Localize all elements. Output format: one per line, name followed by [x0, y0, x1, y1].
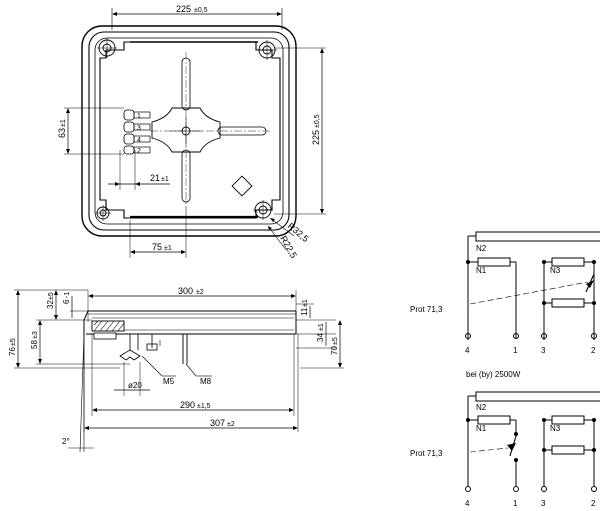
- dim-height-label: 225: [311, 130, 321, 145]
- terminal-label-1: 1: [137, 113, 141, 120]
- terminal-block: 1 3 4 2: [123, 109, 151, 155]
- schematic-top-terminal-3: 3: [541, 346, 546, 355]
- dim-34-tolerance: ±1: [318, 323, 325, 331]
- dim-290-label: 290: [180, 400, 195, 410]
- schematic-bottom-n2: N2: [476, 403, 487, 412]
- schematic-bottom-terminal-2: 2: [591, 499, 596, 508]
- outer-housing: [81, 25, 297, 237]
- schematic-top: N2 N1 N3 Prot 71,3 4 1 3 2: [410, 231, 600, 355]
- schematic-top-terminal-2: 2: [591, 346, 596, 355]
- dim-63-label: 63: [57, 128, 67, 138]
- radius-inner-label: R22,5: [278, 234, 299, 260]
- dim-70-label: 70: [330, 346, 339, 355]
- m5-label: M5: [163, 377, 175, 386]
- mounting-hole-bottom-left: [95, 205, 111, 221]
- dim-34-label: 34: [316, 333, 325, 342]
- schematic-bottom: bei (by) 2500W N2 N1 Prot 71,3 N3: [410, 370, 600, 508]
- angle-label: 2°: [62, 437, 70, 446]
- dim-32-tolerance: ±5: [48, 292, 55, 300]
- m8-label: M8: [200, 377, 212, 386]
- side-view: 300 ±2 32 ±5 6 -1: [8, 286, 344, 453]
- dim-11-label: 11: [300, 307, 309, 316]
- mounting-hole-bottom-right: [253, 200, 273, 220]
- dim-height-tolerance: ±0,5: [314, 114, 321, 128]
- dim-300-label: 300: [178, 286, 193, 296]
- dim-307-label: 307: [210, 418, 225, 428]
- dim-76-label: 76: [8, 347, 17, 356]
- schematic-bottom-n1: N1: [476, 424, 487, 433]
- schematic-top-n3: N3: [550, 266, 561, 275]
- terminal-label-2: 2: [137, 148, 141, 155]
- dim-width-tolerance: ±0,5: [194, 7, 208, 14]
- dim-58-tolerance: ±3: [32, 331, 39, 339]
- schematic-top-prot: Prot 71,3: [410, 305, 443, 314]
- top-view: 225 ±0,5: [57, 4, 326, 260]
- schematic-top-n1: N1: [476, 266, 487, 275]
- dim-70-tolerance: ±5: [332, 337, 339, 345]
- schematic-top-terminal-4: 4: [465, 346, 470, 355]
- dim-63-tolerance: ±1: [60, 119, 67, 127]
- dim-58-label: 58: [30, 340, 39, 349]
- schematic-bottom-terminal-4: 4: [465, 499, 470, 508]
- schematic-bottom-terminal-3: 3: [541, 499, 546, 508]
- dim-76-tolerance: ±5: [10, 338, 17, 346]
- schematic-bottom-n3: N3: [550, 424, 561, 433]
- terminal-label-4: 4: [137, 137, 141, 144]
- schematic-bottom-caption: bei (by) 2500W: [466, 370, 521, 379]
- schematic-top-terminal-1: 1: [513, 346, 518, 355]
- dim-6-tolerance: -1: [64, 292, 71, 298]
- mounting-hole-top-left: [97, 38, 117, 58]
- dim-6-label: 6: [62, 299, 71, 304]
- dim-20-label: ø20: [128, 381, 142, 390]
- mounting-hole-top-right: [257, 40, 277, 60]
- schematic-bottom-prot: Prot 71,3: [410, 449, 443, 458]
- dim-75-label: 75: [152, 242, 162, 252]
- center-hub: [150, 52, 272, 205]
- dim-300-tolerance: ±2: [196, 289, 204, 296]
- dim-21-tolerance: ±1: [161, 176, 169, 183]
- dim-21-label: 21: [150, 173, 160, 183]
- dim-width-label: 225: [176, 4, 191, 14]
- diamond-marker: [231, 175, 253, 197]
- dim-32-label: 32: [46, 300, 55, 309]
- dim-290-tolerance: ±1,5: [197, 403, 211, 410]
- dim-307-tolerance: ±2: [227, 421, 235, 428]
- dim-11-tolerance: ±1: [302, 299, 309, 307]
- terminal-label-3: 3: [137, 125, 141, 132]
- dim-75-tolerance: ±1: [164, 245, 172, 252]
- schematic-top-n2: N2: [476, 244, 487, 253]
- schematic-bottom-terminal-1: 1: [513, 499, 518, 508]
